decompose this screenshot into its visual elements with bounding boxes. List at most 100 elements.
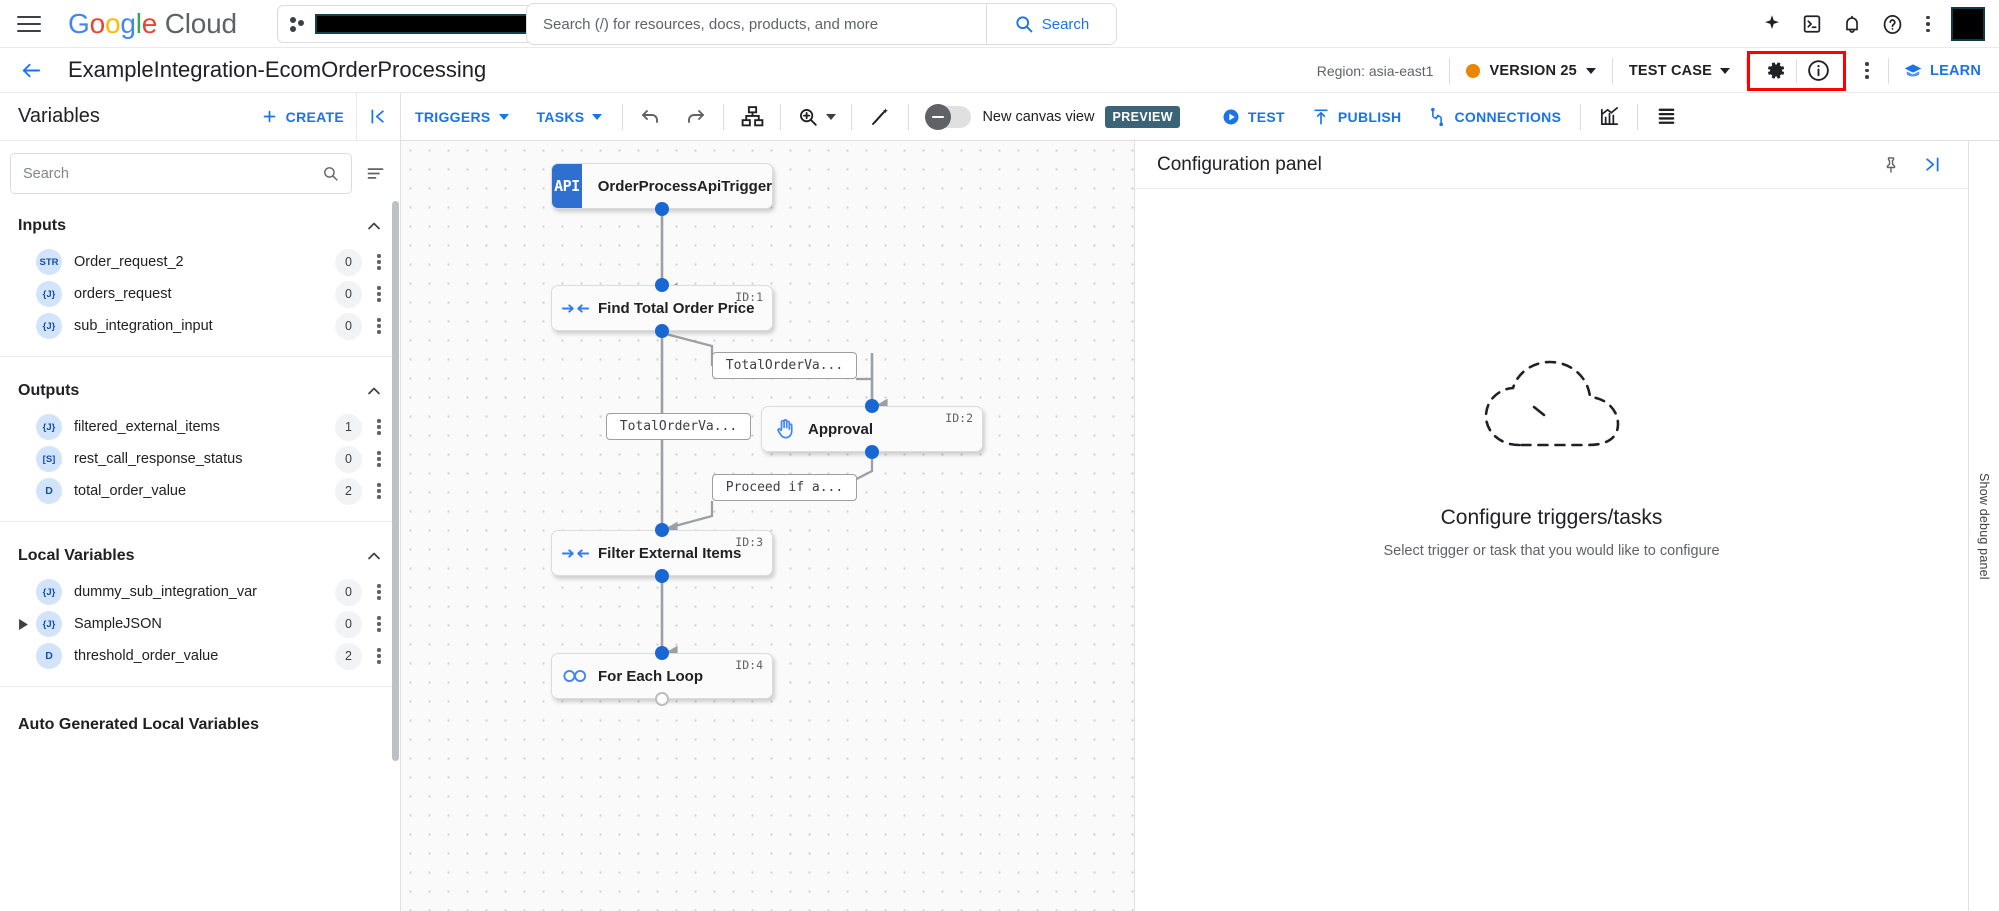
more-vert-icon[interactable] xyxy=(366,446,392,472)
redo-button[interactable] xyxy=(673,93,717,141)
chevron-up-icon[interactable] xyxy=(364,216,384,236)
node-title: For Each Loop xyxy=(598,667,703,685)
create-variable-button[interactable]: CREATE xyxy=(249,108,356,125)
variable-count: 2 xyxy=(335,477,362,505)
node-output-port[interactable] xyxy=(865,445,879,459)
cloud-shell-icon[interactable] xyxy=(1795,7,1829,41)
node-input-port[interactable] xyxy=(865,399,879,413)
node-input-port[interactable] xyxy=(655,523,669,537)
variables-search[interactable] xyxy=(10,153,352,194)
list-item[interactable]: {J} dummy_sub_integration_var 0 xyxy=(0,576,400,608)
expand-twisty-icon[interactable] xyxy=(14,615,32,633)
list-item[interactable]: D threshold_order_value 2 xyxy=(0,640,400,672)
publish-button[interactable]: PUBLISH xyxy=(1298,107,1415,127)
new-canvas-view-toggle-group: New canvas view PREVIEW xyxy=(915,103,1185,130)
settings-button[interactable] xyxy=(1754,54,1796,88)
group-header[interactable]: Local Variables xyxy=(0,536,400,576)
sidebar-scrollbar[interactable] xyxy=(392,201,399,761)
divider xyxy=(851,103,853,130)
node-output-port[interactable] xyxy=(655,569,669,583)
edge-label[interactable]: TotalOrderVa... xyxy=(712,352,857,379)
more-vert-icon[interactable] xyxy=(366,313,392,339)
node-output-port[interactable] xyxy=(655,324,669,338)
sort-button[interactable] xyxy=(358,157,392,191)
global-search[interactable]: Search xyxy=(526,3,1117,45)
new-canvas-view-toggle[interactable] xyxy=(925,103,972,130)
help-question-icon[interactable] xyxy=(1875,7,1909,41)
back-arrow-icon[interactable] xyxy=(16,55,46,85)
zoom-menu[interactable] xyxy=(787,93,845,141)
highlighted-icon-group xyxy=(1747,50,1847,91)
project-picker[interactable] xyxy=(276,4,565,43)
auto-layout-button[interactable] xyxy=(730,93,774,141)
node-input-port[interactable] xyxy=(655,646,669,660)
more-vert-icon[interactable] xyxy=(366,478,392,504)
search-input[interactable] xyxy=(527,4,986,44)
divider xyxy=(1449,57,1451,84)
collapse-sidebar-button[interactable] xyxy=(356,93,400,141)
edge-label[interactable]: TotalOrderVa... xyxy=(606,413,751,440)
divider xyxy=(780,103,782,130)
more-vert-icon[interactable] xyxy=(1915,11,1941,37)
more-vert-icon[interactable] xyxy=(366,643,392,669)
learn-button[interactable]: LEARN xyxy=(1889,61,1999,81)
more-vert-icon[interactable] xyxy=(366,611,392,637)
edge-label[interactable]: Proceed if a... xyxy=(712,474,857,501)
integration-canvas[interactable]: API OrderProcessApiTrigger Find Total Or… xyxy=(401,141,1134,911)
list-item[interactable]: {J} orders_request 0 xyxy=(0,278,400,310)
version-selector[interactable]: VERSION 25 xyxy=(1450,63,1611,79)
group-title: Auto Generated Local Variables xyxy=(18,716,259,733)
page-more-button[interactable] xyxy=(1846,54,1888,88)
node-for-each-loop[interactable]: For Each Loop ID:4 xyxy=(551,653,773,699)
node-filter-external-items[interactable]: Filter External Items ID:3 xyxy=(551,530,773,576)
gemini-spark-icon[interactable] xyxy=(1755,7,1789,41)
logs-button[interactable] xyxy=(1644,93,1688,141)
node-find-total-order-price[interactable]: Find Total Order Price ID:1 xyxy=(551,285,773,331)
test-case-label: TEST CASE xyxy=(1628,62,1713,79)
notifications-bell-icon[interactable] xyxy=(1835,7,1869,41)
analytics-button[interactable] xyxy=(1587,93,1631,141)
more-vert-icon[interactable] xyxy=(366,281,392,307)
variable-name: SampleJSON xyxy=(74,616,162,632)
undo-button[interactable] xyxy=(629,93,673,141)
more-vert-icon[interactable] xyxy=(366,414,392,440)
group-header[interactable]: Outputs xyxy=(0,371,400,411)
chevron-down-icon xyxy=(1585,67,1596,74)
hamburger-menu-icon[interactable] xyxy=(16,11,42,37)
pin-button[interactable] xyxy=(1876,150,1906,180)
tasks-menu[interactable]: TASKS xyxy=(523,109,617,125)
expand-panel-button[interactable] xyxy=(1916,150,1946,180)
chevron-up-icon[interactable] xyxy=(364,381,384,401)
info-button[interactable] xyxy=(1797,54,1839,88)
plus-icon xyxy=(263,110,275,123)
loop-infinity-icon xyxy=(552,667,598,685)
group-header[interactable]: Auto Generated Local Variables xyxy=(0,705,400,745)
connections-button[interactable]: CONNECTIONS xyxy=(1414,107,1574,127)
list-item[interactable]: {J} filtered_external_items 1 xyxy=(0,411,400,443)
account-avatar[interactable] xyxy=(1951,7,1985,41)
show-debug-panel-strip[interactable]: Show debug panel xyxy=(1968,141,1999,911)
node-input-port[interactable] xyxy=(655,278,669,292)
list-item[interactable]: [S] rest_call_response_status 0 xyxy=(0,443,400,475)
list-item[interactable]: {J} SampleJSON 0 xyxy=(0,608,400,640)
data-mapping-icon xyxy=(552,300,598,317)
google-cloud-logo[interactable]: Google Cloud xyxy=(68,7,237,39)
test-case-selector[interactable]: TEST CASE xyxy=(1613,63,1746,79)
chevron-up-icon[interactable] xyxy=(364,546,384,566)
test-button[interactable]: TEST xyxy=(1208,107,1298,127)
list-item[interactable]: STR Order_request_2 0 xyxy=(0,246,400,278)
list-item[interactable]: {J} sub_integration_input 0 xyxy=(0,310,400,342)
magic-wand-button[interactable] xyxy=(858,93,902,141)
search-button[interactable]: Search xyxy=(986,4,1116,44)
list-item[interactable]: D total_order_value 2 xyxy=(0,475,400,507)
test-label: TEST xyxy=(1247,108,1285,125)
more-vert-icon[interactable] xyxy=(366,249,392,275)
node-output-port[interactable] xyxy=(655,202,669,216)
node-output-port[interactable] xyxy=(655,692,669,706)
more-vert-icon[interactable] xyxy=(366,579,392,605)
group-header[interactable]: Inputs xyxy=(0,206,400,246)
variable-group-auto-generated: Auto Generated Local Variables xyxy=(0,687,400,759)
search-input[interactable] xyxy=(23,165,322,182)
triggers-menu[interactable]: TRIGGERS xyxy=(401,109,523,125)
node-order-process-api-trigger[interactable]: API OrderProcessApiTrigger xyxy=(551,163,773,209)
